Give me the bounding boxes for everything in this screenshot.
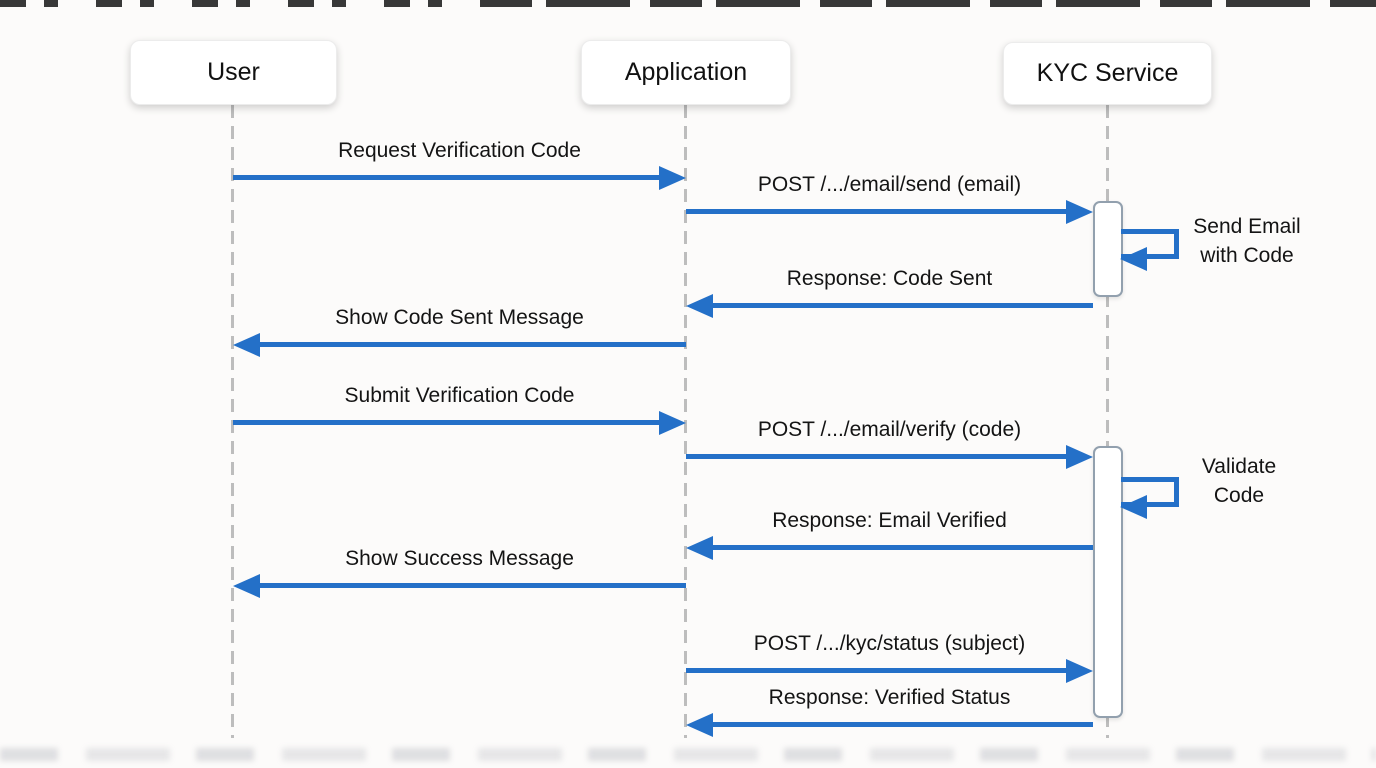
actor-label-application: Application bbox=[624, 58, 748, 86]
arrowhead-right-icon bbox=[659, 411, 686, 435]
self-message-label-send-email: Send Email with Code bbox=[1193, 215, 1301, 267]
message-arrow bbox=[233, 411, 686, 437]
arrow-line bbox=[711, 545, 1093, 550]
arrowhead-left-icon bbox=[686, 536, 713, 560]
message-arrow bbox=[686, 200, 1093, 226]
message-arrow bbox=[233, 333, 686, 359]
arrow-line bbox=[258, 342, 686, 347]
message-label: Show Code Sent Message bbox=[335, 306, 584, 329]
arrowhead-left-icon bbox=[233, 574, 260, 598]
self-message-label-validate-code: Validate Code bbox=[1201, 455, 1277, 507]
message-post-kyc-status: POST /.../kyc/status (subject) bbox=[686, 629, 1093, 685]
message-arrow bbox=[686, 536, 1093, 562]
message-arrow bbox=[686, 445, 1093, 471]
message-label: Response: Email Verified bbox=[772, 509, 1007, 532]
message-show-code-sent: Show Code Sent Message bbox=[233, 303, 686, 359]
arrowhead-left-icon bbox=[686, 713, 713, 737]
arrowhead-right-icon bbox=[659, 166, 686, 190]
actor-box-user: User bbox=[130, 40, 337, 105]
message-response-verified-status: Response: Verified Status bbox=[686, 683, 1093, 739]
message-response-code-sent: Response: Code Sent bbox=[686, 264, 1093, 320]
message-request-verification-code: Request Verification Code bbox=[233, 136, 686, 192]
message-label: POST /.../kyc/status (subject) bbox=[753, 632, 1026, 655]
actor-box-kyc-service: KYC Service bbox=[1003, 42, 1212, 105]
lifeline-kyc-service bbox=[1106, 105, 1109, 738]
actor-label-user: User bbox=[207, 58, 260, 86]
arrowhead-left-icon bbox=[1120, 247, 1147, 271]
arrowhead-left-icon bbox=[686, 294, 713, 318]
arrowhead-left-icon bbox=[1120, 495, 1147, 519]
message-label: Show Success Message bbox=[345, 547, 574, 570]
top-crop-artifact bbox=[480, 0, 1376, 7]
arrow-line bbox=[233, 420, 661, 425]
message-submit-verification-code: Submit Verification Code bbox=[233, 381, 686, 437]
arrow-line bbox=[686, 209, 1068, 214]
message-arrow bbox=[233, 574, 686, 600]
message-response-email-verified: Response: Email Verified bbox=[686, 506, 1093, 562]
activation-bar-kyc-verify bbox=[1093, 446, 1123, 718]
message-label: POST /.../email/verify (code) bbox=[757, 418, 1022, 441]
arrowhead-right-icon bbox=[1066, 200, 1093, 224]
arrowhead-left-icon bbox=[233, 333, 260, 357]
self-loop-send-email bbox=[1120, 229, 1179, 271]
lifeline-user bbox=[231, 105, 234, 738]
message-arrow bbox=[686, 659, 1093, 685]
arrow-line bbox=[711, 303, 1093, 308]
message-show-success: Show Success Message bbox=[233, 544, 686, 600]
arrow-line bbox=[711, 722, 1093, 727]
message-label: Submit Verification Code bbox=[344, 384, 575, 407]
actor-label-kyc-service: KYC Service bbox=[1036, 59, 1179, 87]
activation-bar-kyc-send bbox=[1093, 201, 1123, 297]
message-arrow bbox=[686, 294, 1093, 320]
arrow-line bbox=[233, 175, 661, 180]
message-post-email-send: POST /.../email/send (email) bbox=[686, 170, 1093, 226]
arrow-line bbox=[686, 668, 1068, 673]
message-arrow bbox=[233, 166, 686, 192]
message-label: Response: Verified Status bbox=[768, 686, 1011, 709]
message-label: POST /.../email/send (email) bbox=[757, 173, 1022, 196]
message-post-email-verify: POST /.../email/verify (code) bbox=[686, 415, 1093, 471]
arrowhead-right-icon bbox=[1066, 445, 1093, 469]
self-loop-validate-code bbox=[1120, 477, 1179, 519]
message-label: Response: Code Sent bbox=[786, 267, 993, 290]
top-crop-artifact bbox=[0, 0, 480, 7]
message-label: Request Verification Code bbox=[338, 139, 581, 162]
arrowhead-right-icon bbox=[1066, 659, 1093, 683]
bottom-crop-artifact bbox=[0, 748, 1376, 761]
arrow-line bbox=[258, 583, 686, 588]
arrow-line bbox=[686, 454, 1068, 459]
actor-box-application: Application bbox=[581, 40, 791, 105]
message-arrow bbox=[686, 713, 1093, 739]
